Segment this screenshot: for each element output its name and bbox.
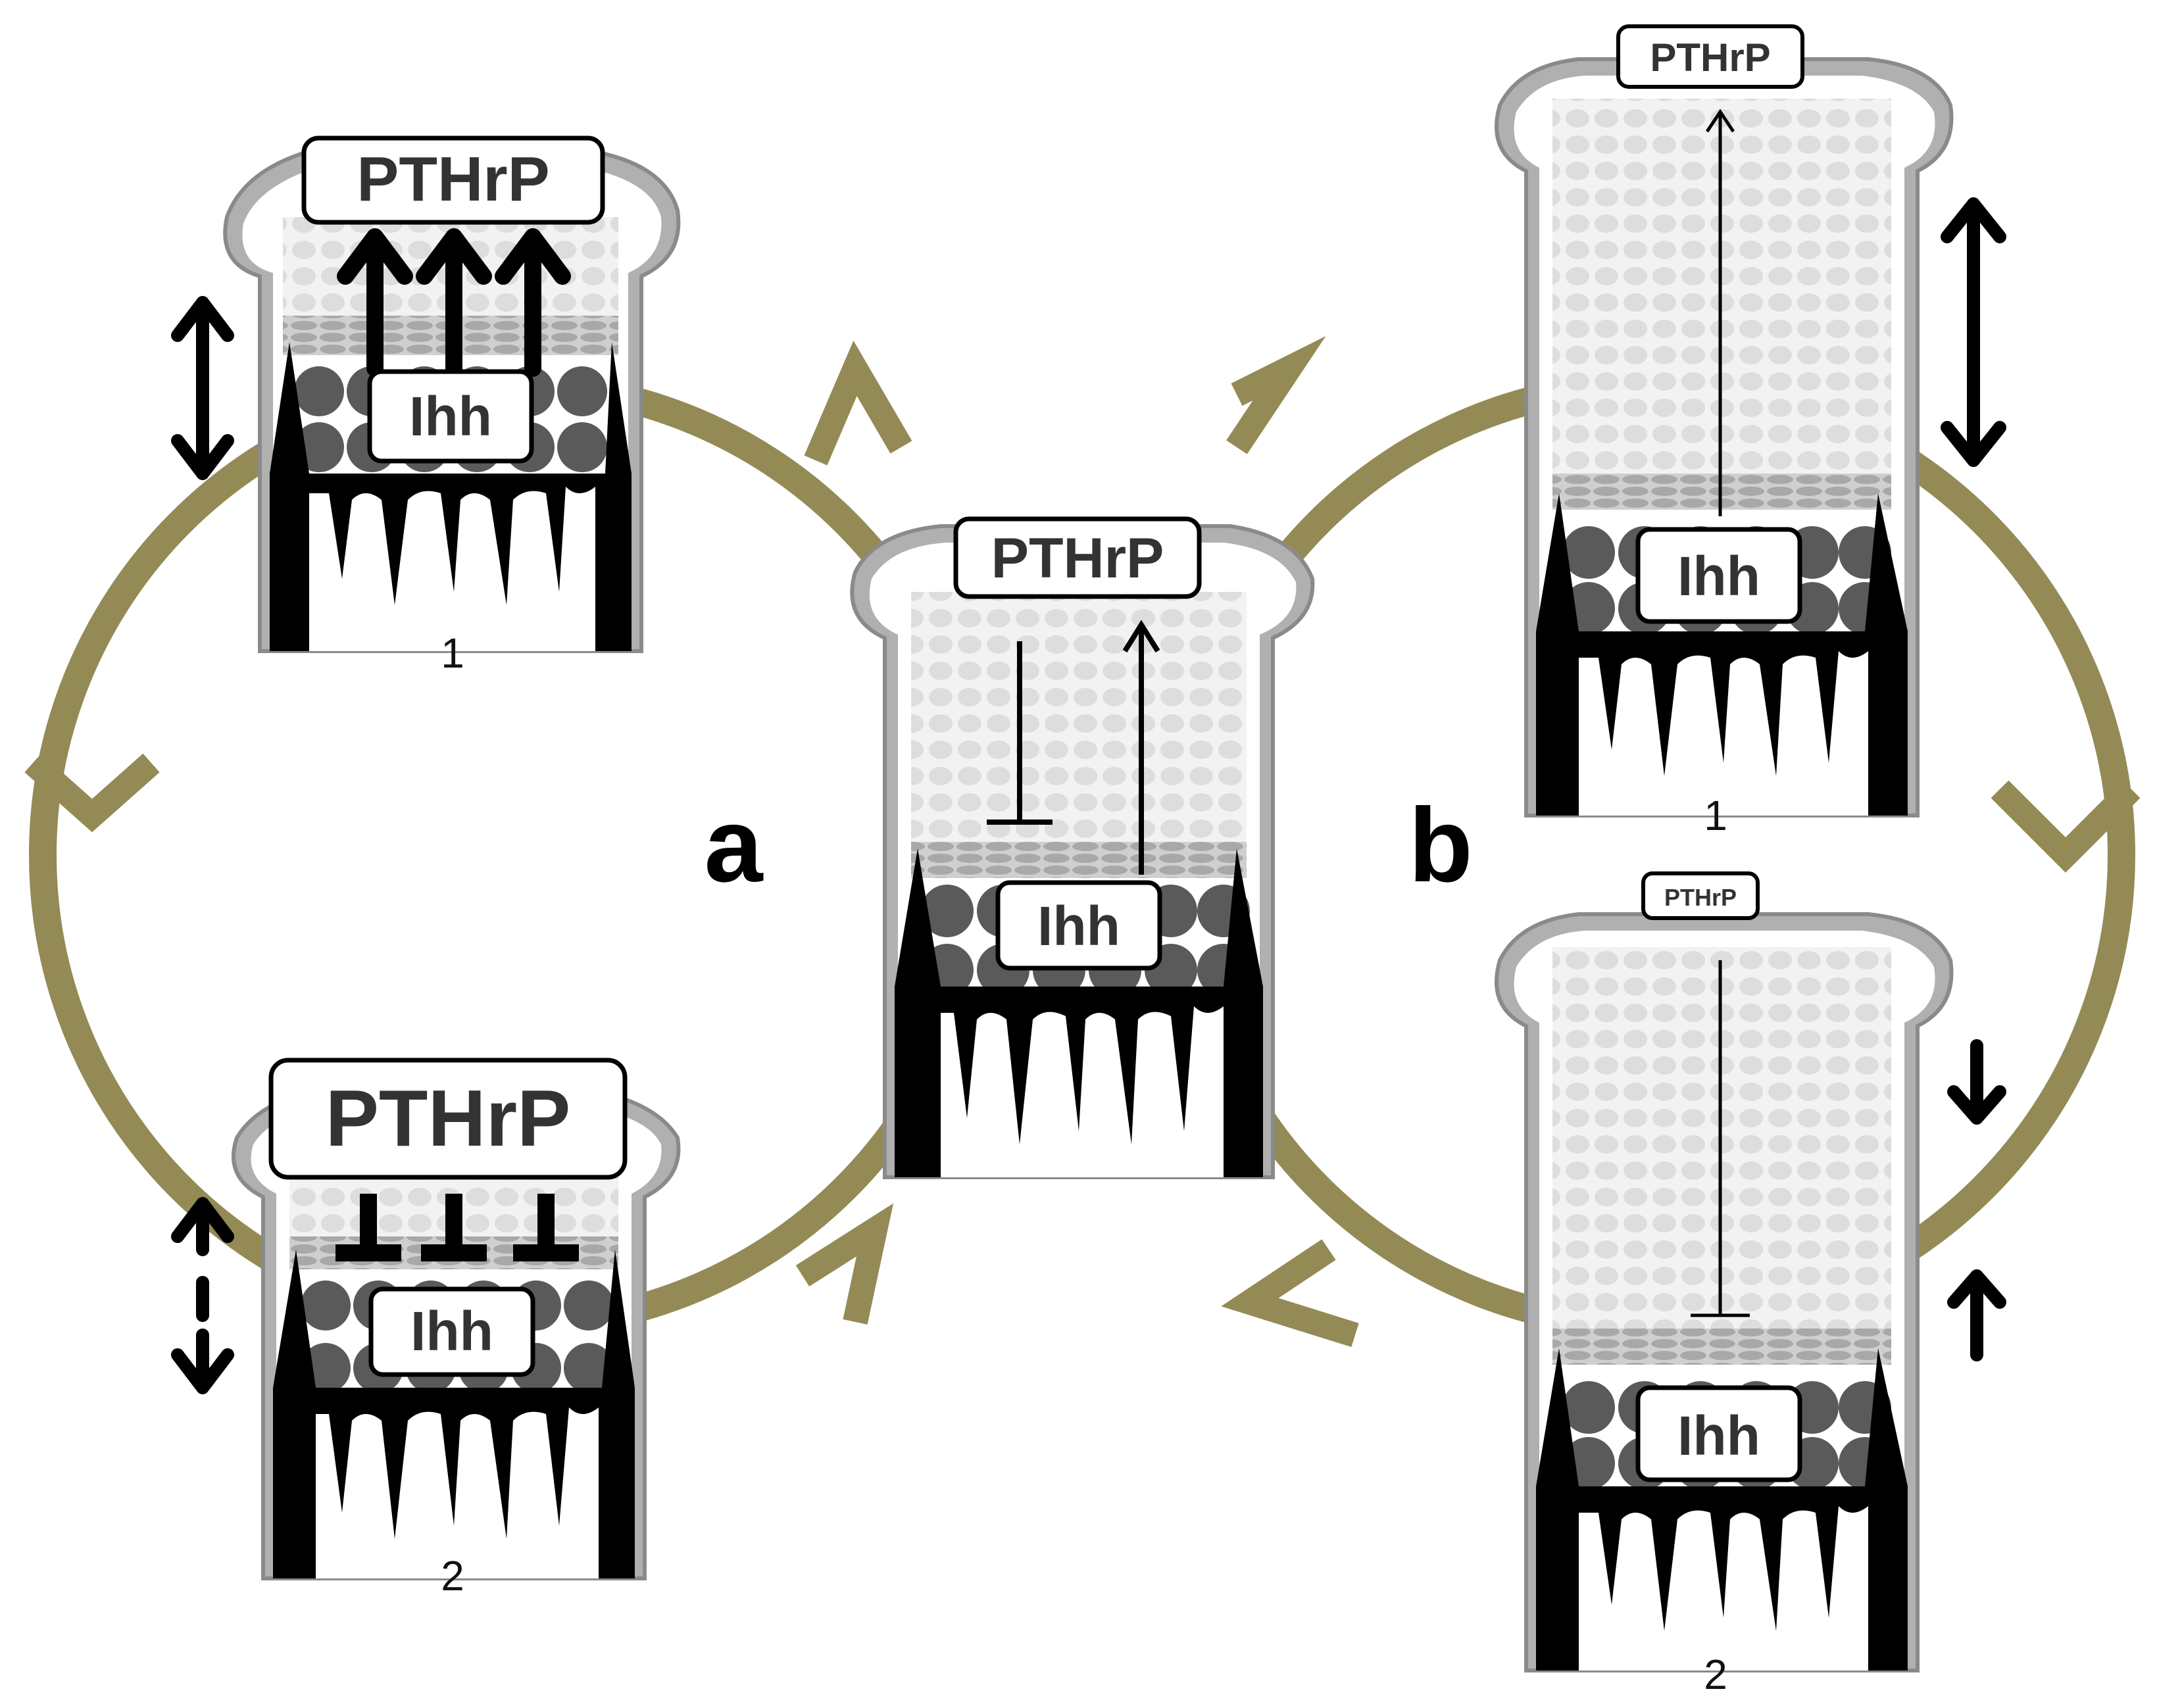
b1-pthrp-box: PTHrP [1616,24,1804,89]
chevron-arrow-icon [795,1203,894,1325]
cycle-a-arrowheads [24,340,912,1325]
chevron-arrow-icon [1991,780,2141,873]
center-ihh-box: Ihh [995,880,1162,971]
double-headed-arrow-icon [171,1197,234,1394]
t-bar-inhibition-icon [1691,960,1750,1317]
arrow-icon [337,228,413,377]
center-pthrp-box: PTHrP [953,516,1202,599]
b2-ihh-box: Ihh [1635,1385,1802,1482]
a1-activation-arrows [337,228,571,377]
chevron-arrow-icon [1226,336,1326,454]
double-headed-arrow-icon [1941,197,2006,467]
b1-ihh-label: Ihh [1677,545,1760,607]
a2-ihh-label: Ihh [410,1300,493,1362]
a1-pthrp-box: PTHrP [301,135,605,225]
center-ihh-label: Ihh [1037,895,1120,957]
b2-ihh-label: Ihh [1677,1405,1760,1467]
arrow-icon [416,228,492,377]
growth-plate-center [850,524,1315,1179]
t-bar-inhibition-icon [335,1194,401,1261]
cycle-a-label: a [705,786,764,904]
b1-ihh-box: Ihh [1635,527,1802,624]
a1-pthrp-label: PTHrP [357,144,549,214]
center-pthrp-label: PTHrP [991,527,1164,590]
a1-number-label: 1 [441,629,464,677]
t-bar-inhibition-icon [513,1194,579,1261]
growth-plate-b1 [1495,57,1954,817]
growth-plate-b2 [1495,912,1954,1672]
b1-pthrp-label: PTHrP [1650,36,1770,80]
arrow-icon [1705,109,1735,516]
b1-number-label: 1 [1704,792,1727,839]
center-signals [987,620,1160,875]
chevron-arrow-icon [1221,1239,1359,1348]
t-bar-inhibition-icon [987,641,1053,825]
a2-number-label: 2 [441,1552,464,1599]
cycle-b-arrowheads [1221,336,2141,1348]
arrow-icon [495,228,571,377]
a2-inhibition-bars [335,1194,579,1261]
arrow-icon [1122,620,1160,875]
double-headed-arrow-icon [171,296,234,480]
chevron-arrow-icon [24,753,160,833]
a2-pthrp-label: PTHrP [326,1073,571,1163]
a2-pthrp-box: PTHrP [268,1058,628,1180]
a2-ihh-box: Ihh [368,1286,535,1377]
side-arrows [171,197,2006,1394]
a1-ihh-label: Ihh [409,385,492,447]
b2-pthrp-box: PTHrP [1641,871,1760,920]
b1-activation-arrow [1705,109,1735,516]
chevron-arrow-icon [804,340,912,466]
cycle-b-label: b [1408,786,1473,904]
t-bar-inhibition-icon [421,1194,487,1261]
b2-inhibition-line [1691,960,1750,1317]
up-arrow-icon [1947,1269,2006,1361]
b2-number-label: 2 [1704,1651,1727,1698]
b2-pthrp-label: PTHrP [1664,884,1737,911]
down-arrow-icon [1947,1039,2006,1125]
a1-ihh-box: Ihh [367,369,534,464]
